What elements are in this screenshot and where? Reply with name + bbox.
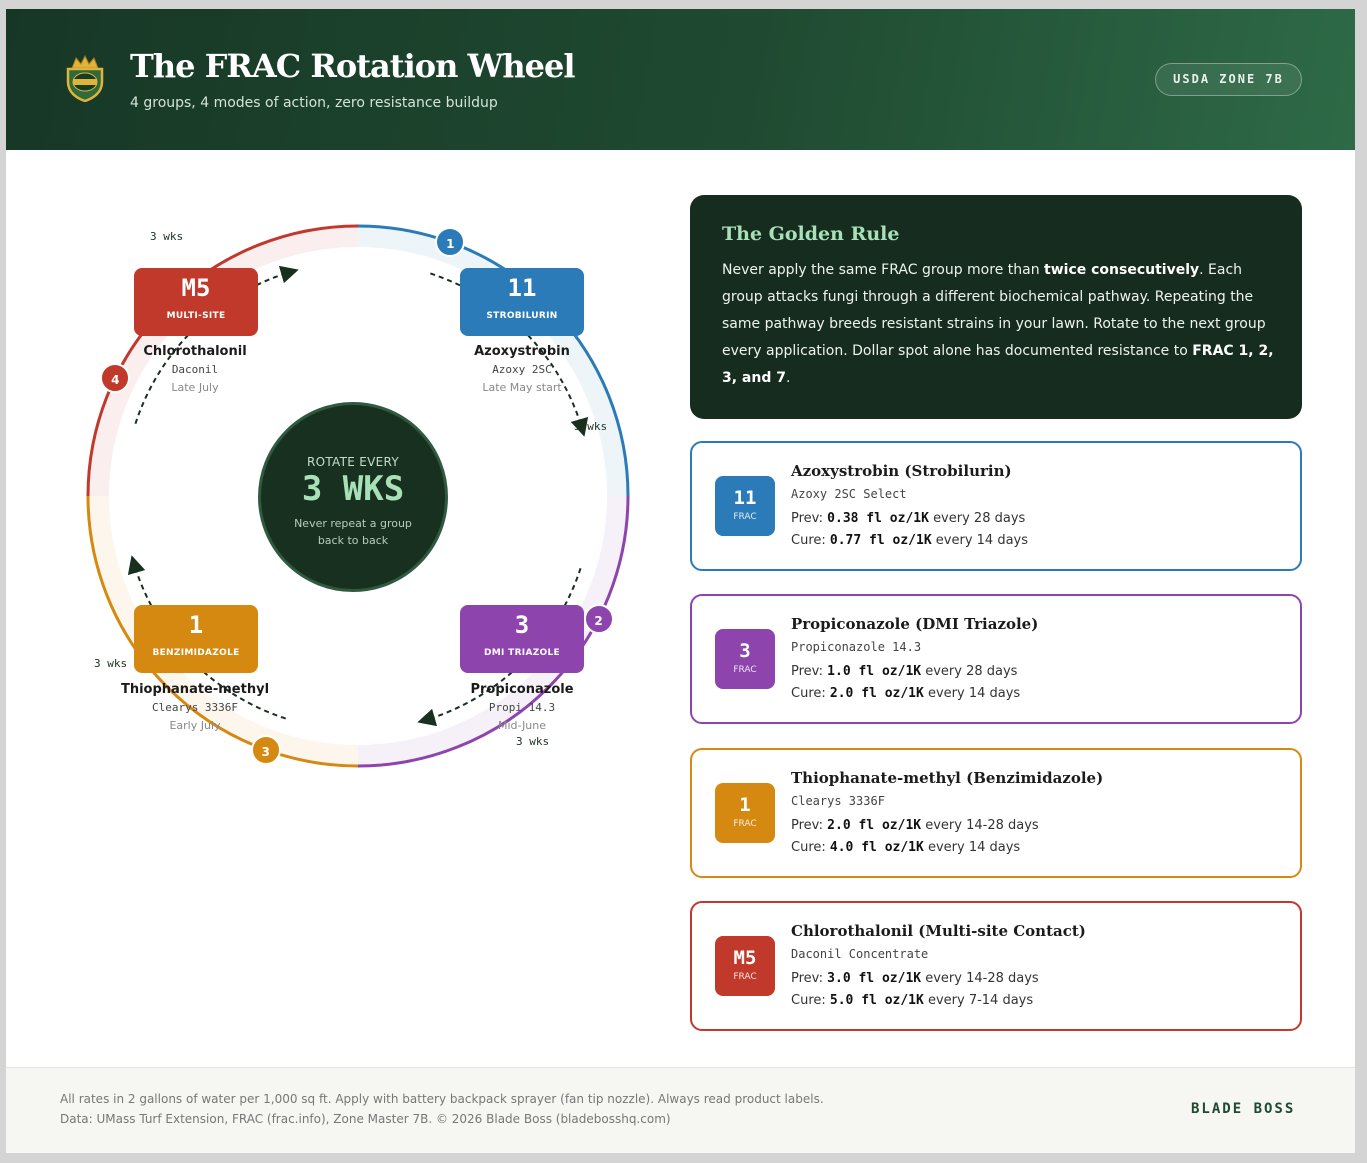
product-title: Chlorothalonil (Multi-site Contact) <box>791 922 1086 940</box>
rotation-arrow <box>127 555 286 720</box>
infographic-card: The FRAC Rotation Wheel 4 groups, 4 mode… <box>6 9 1355 1153</box>
page-title: The FRAC Rotation Wheel <box>130 47 576 85</box>
chem-label-chlorothalonil: Chlorothalonil Daconil Late July <box>100 343 290 397</box>
interval-label: 3 wks <box>574 420 608 433</box>
cure-rate: Cure: 0.77 fl oz/1K every 14 days <box>791 533 1029 548</box>
page-subtitle: 4 groups, 4 modes of action, zero resist… <box>130 95 498 111</box>
prevent-rate: Prev: 3.0 fl oz/1K every 14-28 days <box>791 971 1039 986</box>
prevent-rate: Prev: 1.0 fl oz/1K every 28 days <box>791 664 1018 679</box>
frac-number: 11 <box>507 274 537 302</box>
footer: All rates in 2 gallons of water per 1,00… <box>6 1067 1355 1153</box>
product-title: Azoxystrobin (Strobilurin) <box>791 462 1012 480</box>
chem-label-azoxystrobin: Azoxystrobin Azoxy 2SC Late May start <box>427 343 617 397</box>
cure-rate: Cure: 2.0 fl oz/1K every 14 days <box>791 686 1021 701</box>
frac-number: 1 <box>188 611 204 639</box>
golden-rule-panel: The Golden Rule Never apply the same FRA… <box>690 195 1302 419</box>
golden-rule-title: The Golden Rule <box>722 223 900 245</box>
order-badge: 4 <box>100 362 131 393</box>
product-title: Propiconazole (DMI Triazole) <box>791 615 1039 633</box>
prevent-rate: Prev: 2.0 fl oz/1K every 14-28 days <box>791 818 1039 833</box>
ring-segment <box>357 495 630 768</box>
product-name: Clearys 3336F <box>151 701 239 714</box>
order-badge: 3 <box>250 734 281 765</box>
timing: Early July <box>169 719 221 732</box>
golden-rule-text: Never apply the same FRAC group more tha… <box>722 262 1274 386</box>
wheel-ring <box>86 224 630 768</box>
chem-label-thiophanate: Thiophanate-methyl Clearys 3336F Early J… <box>100 681 290 735</box>
frac-class: BENZIMIDAZOLE <box>152 648 240 658</box>
order-badge: 1 <box>435 227 466 258</box>
footer-brand: BLADE BOSS <box>1191 1101 1296 1117</box>
timing: Late July <box>171 381 219 394</box>
ring-band <box>357 495 627 765</box>
zone-badge: USDA ZONE 7B <box>1155 63 1302 96</box>
frac-block-m5: M5 MULTI-SITE <box>134 268 258 336</box>
chemical-name: Azoxystrobin <box>474 344 570 359</box>
timing: Late May start <box>482 381 562 394</box>
product-brand: Daconil Concentrate <box>791 947 929 961</box>
center-note: Never repeat a group back to back <box>294 517 412 547</box>
center-kicker: ROTATE EVERY <box>306 455 400 469</box>
rotation-arrow <box>430 272 589 437</box>
product-title: Thiophanate-methyl (Benzimidazole) <box>791 769 1104 787</box>
interval-label: 3 wks <box>94 657 128 670</box>
product-brand: Propiconazole 14.3 <box>791 640 922 654</box>
product-name: Azoxy 2SC <box>492 363 552 376</box>
order-badge: 2 <box>583 603 614 634</box>
crown-shield-icon <box>66 54 104 102</box>
product-name: Propi 14.3 <box>488 701 556 714</box>
frac-class: DMI TRIAZOLE <box>484 648 560 658</box>
cure-rate: Cure: 5.0 fl oz/1K every 7-14 days <box>791 993 1034 1008</box>
ring-segments <box>86 224 630 768</box>
frac-block-11: 11 STROBILURIN <box>460 268 584 336</box>
product-brand: Clearys 3336F <box>791 794 885 808</box>
frac-block-1: 1 BENZIMIDAZOLE <box>134 605 258 673</box>
timing: Mid-June <box>497 719 547 732</box>
rotation-arrow <box>417 568 582 727</box>
frac-number: 3 <box>514 611 530 639</box>
ring-segment <box>86 495 359 768</box>
chemical-name: Propiconazole <box>470 682 574 697</box>
product-name: Daconil <box>171 363 219 376</box>
rotation-arrow <box>134 265 299 424</box>
footer-note: All rates in 2 gallons of water per 1,00… <box>60 1092 824 1106</box>
cure-rate: Cure: 4.0 fl oz/1K every 14 days <box>791 840 1021 855</box>
frac-number: M5 <box>181 274 211 302</box>
rotation-center-disc: ROTATE EVERY 3 WKS Never repeat a group … <box>258 402 448 592</box>
chemical-name: Thiophanate-methyl <box>120 682 270 697</box>
prevent-rate: Prev: 0.38 fl oz/1K every 28 days <box>791 511 1026 526</box>
footer-sources: Data: UMass Turf Extension, FRAC (frac.i… <box>60 1112 671 1126</box>
header: The FRAC Rotation Wheel 4 groups, 4 mode… <box>6 9 1355 150</box>
rotation-wheel: M5 MULTI-SITE Chlorothalonil Daconil Lat… <box>66 209 666 779</box>
frac-class: STROBILURIN <box>486 311 558 321</box>
interval-label: 3 wks <box>516 735 550 748</box>
center-interval: 3 WKS <box>301 469 405 509</box>
rotation-arrows <box>127 265 589 727</box>
interval-label: 3 wks <box>150 230 184 243</box>
frac-block-3: 3 DMI TRIAZOLE <box>460 605 584 673</box>
chemical-name: Chlorothalonil <box>143 344 247 359</box>
ring-band <box>89 495 359 765</box>
chem-label-propiconazole: Propiconazole Propi 14.3 Mid-June <box>427 681 617 735</box>
product-brand: Azoxy 2SC Select <box>791 487 907 501</box>
frac-class: MULTI-SITE <box>166 311 226 321</box>
